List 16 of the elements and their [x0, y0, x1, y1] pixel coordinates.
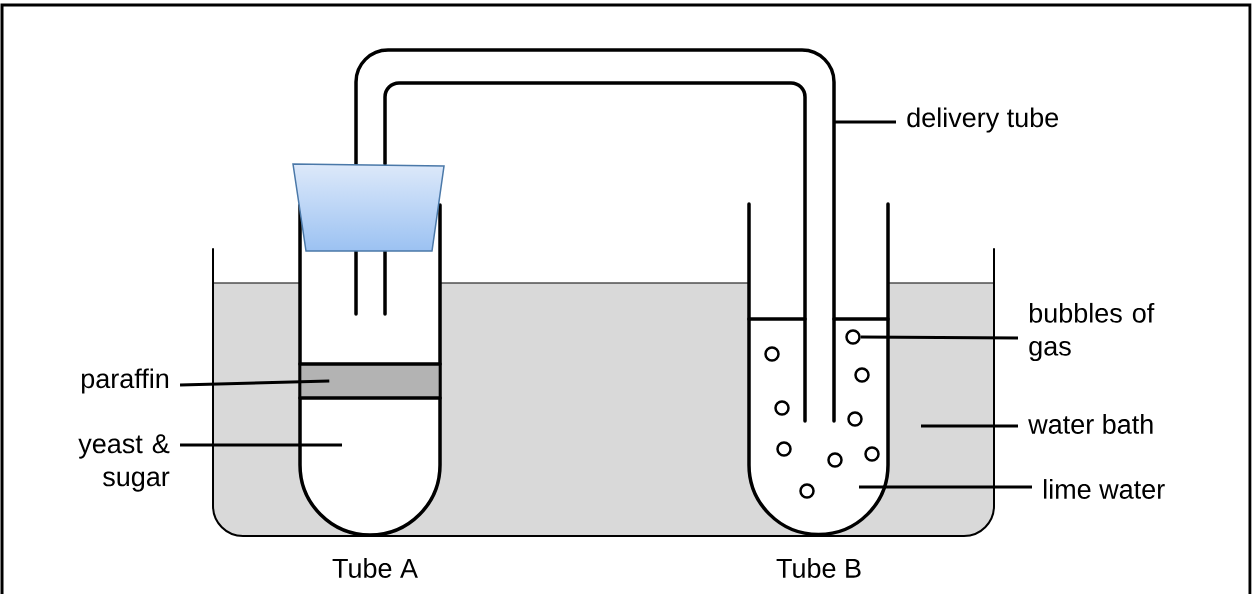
label-text: water bath: [1028, 414, 1153, 434]
label-text: delivery tube: [907, 107, 1059, 133]
leader-line: [179, 379, 330, 387]
leader-line: [180, 443, 342, 447]
tube-label: Tube B: [776, 558, 861, 578]
leader-line: [859, 485, 1032, 489]
paraffin-layer: [298, 362, 442, 400]
leader-line: [834, 120, 896, 124]
leader-line: [860, 335, 1018, 340]
leader-line: [921, 424, 1018, 428]
tube-label: Tube A: [332, 558, 418, 578]
label-text: bubbles of gas: [1029, 302, 1155, 362]
label-text: lime water: [1044, 479, 1165, 499]
label-text: yeast & sugar: [78, 434, 170, 492]
label-text: paraffin: [82, 368, 169, 394]
bubble: [845, 329, 861, 345]
